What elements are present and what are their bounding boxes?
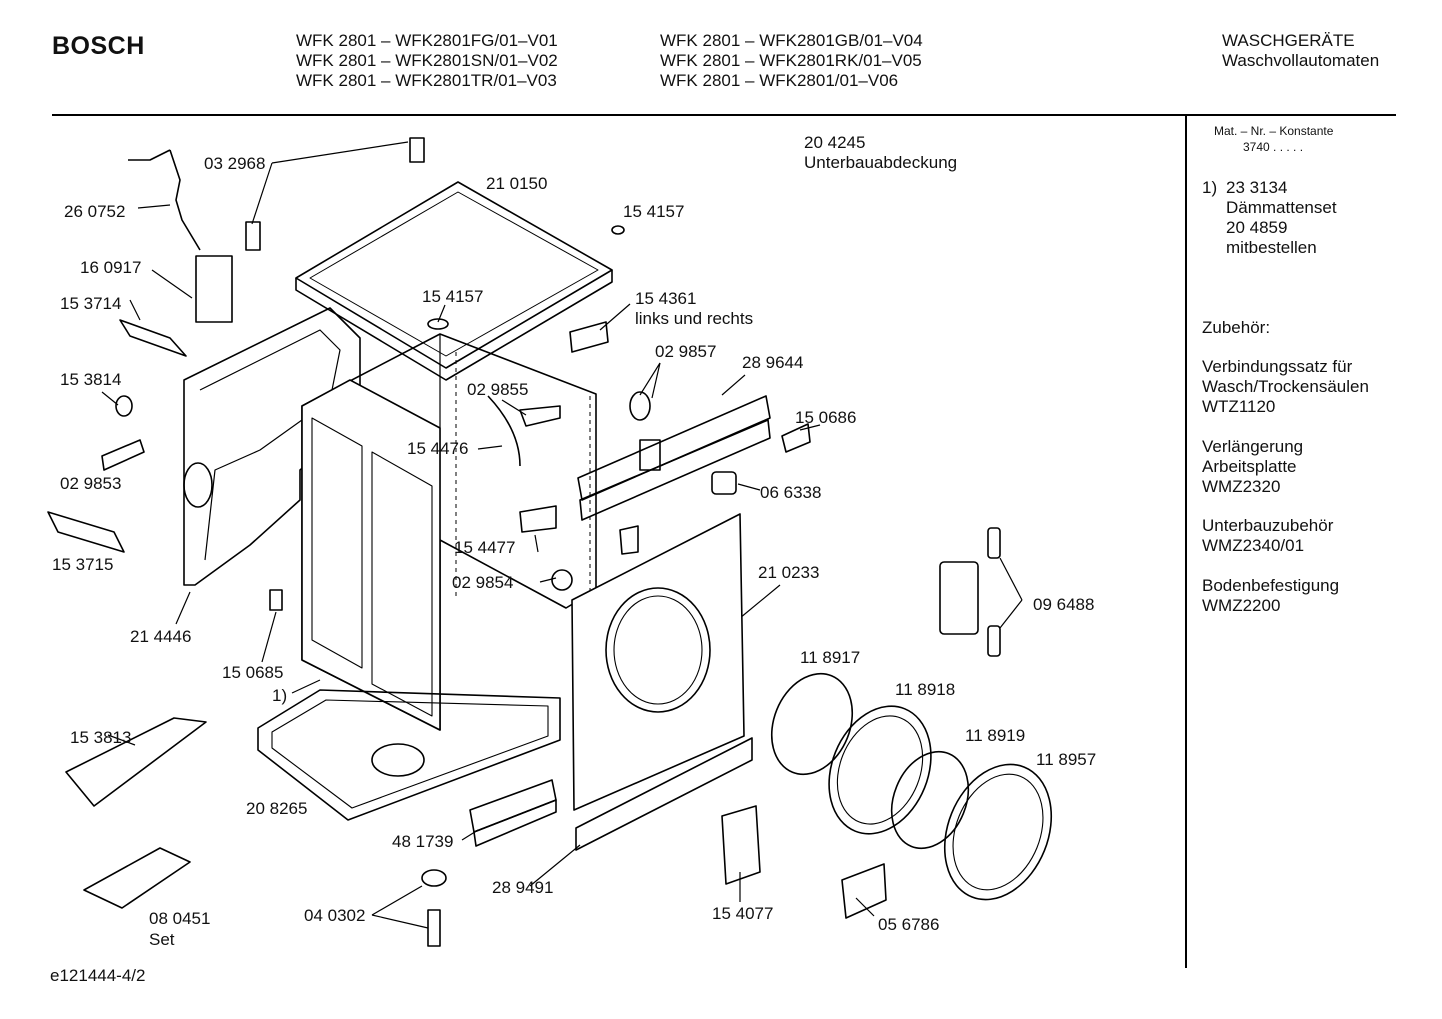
note-line: Dämmattenset: [1226, 198, 1337, 217]
part-label: 02 9854: [452, 573, 514, 592]
part-label: 02 9853: [60, 474, 122, 493]
category: WASCHGERÄTE Waschvollautomaten: [1222, 31, 1379, 71]
accessory-item: Verbindungssatz für Wasch/Trockensäulen …: [1202, 357, 1369, 417]
part-label: 11 8919: [965, 726, 1026, 745]
part-label: 15 0686: [795, 408, 857, 427]
note-line: 20 4859: [1226, 218, 1288, 237]
part-label: 15 4477: [454, 538, 516, 557]
brand-logo: BOSCH: [52, 32, 145, 60]
part-label: 15 3714: [60, 294, 122, 313]
accessory-line: Arbeitsplatte: [1202, 457, 1297, 476]
part-label: 15 3814: [60, 370, 122, 389]
part-label: 08 0451: [149, 909, 211, 928]
part-label: 20 8265: [246, 799, 308, 818]
model-line: WFK 2801 – WFK2801SN/01–V02: [296, 51, 558, 70]
mat-nr-label: Mat. – Nr. – Konstante: [1214, 124, 1334, 138]
part-label: 21 4446: [130, 627, 192, 646]
header-rule: [52, 114, 1396, 116]
note-reference: 1): [272, 686, 288, 705]
model-line: WFK 2801 – WFK2801RK/01–V05: [660, 51, 922, 70]
part-label: 21 0150: [486, 174, 548, 193]
part-label: 28 9644: [742, 353, 804, 372]
part-label: 16 0917: [80, 258, 142, 277]
part-description: Set: [149, 930, 175, 949]
part-label: 15 0685: [222, 663, 284, 682]
part-label: 15 4157: [623, 202, 685, 221]
category-title: WASCHGERÄTE: [1222, 31, 1355, 50]
part-label: 06 6338: [760, 483, 822, 502]
part-description: Unterbauabdeckung: [804, 153, 958, 172]
accessory-line: WTZ1120: [1202, 397, 1276, 416]
part-label: 28 9491: [492, 878, 554, 897]
accessory-line: Bodenbefestigung: [1202, 576, 1340, 595]
accessory-item: Verlängerung Arbeitsplatte WMZ2320: [1202, 437, 1303, 497]
part-label: 15 4361: [635, 289, 697, 308]
part-label: 15 4157: [422, 287, 484, 306]
document-id: e121444-4/2: [50, 966, 146, 985]
accessory-line: WMZ2340/01: [1202, 536, 1305, 555]
part-label: 11 8957: [1036, 750, 1097, 769]
part-label: 48 1739: [392, 832, 454, 851]
part-label: 09 6488: [1033, 595, 1095, 614]
part-label: 15 4077: [712, 904, 774, 923]
note-line: mitbestellen: [1226, 238, 1317, 257]
part-label: 15 3813: [70, 728, 132, 747]
door-ring: [828, 705, 932, 835]
sidebar-divider: [1185, 116, 1187, 968]
note-line: 23 3134: [1226, 178, 1288, 197]
model-list-2: WFK 2801 – WFK2801GB/01–V04 WFK 2801 – W…: [660, 31, 923, 91]
front-panel: [571, 513, 745, 811]
accessory-item: Unterbauzubehör WMZ2340/01: [1202, 516, 1333, 556]
part-label: 03 2968: [204, 154, 266, 173]
accessories-title: Zubehör:: [1202, 318, 1271, 337]
door-inner: [890, 750, 970, 850]
part-label: 26 0752: [64, 202, 126, 221]
part-label: 15 3715: [52, 555, 114, 574]
part-description: links und rechts: [635, 309, 754, 328]
power-cord: [128, 149, 201, 251]
model-line: WFK 2801 – WFK2801/01–V06: [660, 71, 899, 90]
part-label: 15 4476: [407, 439, 469, 458]
part-label: 05 6786: [878, 915, 940, 934]
model-line: WFK 2801 – WFK2801GB/01–V04: [660, 31, 923, 50]
part-label: 02 9857: [655, 342, 717, 361]
accessory-line: WMZ2320: [1202, 477, 1281, 496]
note-marker: 1): [1202, 178, 1218, 197]
model-line: WFK 2801 – WFK2801TR/01–V03: [296, 71, 557, 90]
exploded-parts-drawing: [47, 137, 1053, 947]
door-outer-ring: [943, 763, 1053, 901]
part-label: 11 8918: [895, 680, 956, 699]
accessory-line: Verbindungssatz für: [1202, 357, 1353, 376]
accessory-line: Verlängerung: [1202, 437, 1304, 456]
part-label: 04 0302: [304, 906, 366, 925]
mat-nr-value: 3740 . . . . .: [1243, 140, 1304, 154]
part-label: 11 8917: [800, 648, 861, 667]
note-block: 23 3134 Dämmattenset 20 4859 mitbestelle…: [1226, 178, 1337, 258]
door-glass: [770, 672, 854, 776]
model-list-1: WFK 2801 – WFK2801FG/01–V01 WFK 2801 – W…: [296, 31, 558, 91]
accessory-item: Bodenbefestigung WMZ2200: [1202, 576, 1339, 616]
accessory-line: WMZ2200: [1202, 596, 1281, 615]
accessory-line: Wasch/Trockensäulen: [1202, 377, 1369, 396]
part-label: 02 9855: [467, 380, 529, 399]
model-line: WFK 2801 – WFK2801FG/01–V01: [296, 31, 558, 50]
category-subtitle: Waschvollautomaten: [1222, 51, 1380, 70]
leader-lines: [101, 141, 1023, 929]
part-label: 20 4245: [804, 133, 866, 152]
accessory-line: Unterbauzubehör: [1202, 516, 1334, 535]
part-label: 21 0233: [758, 563, 820, 582]
